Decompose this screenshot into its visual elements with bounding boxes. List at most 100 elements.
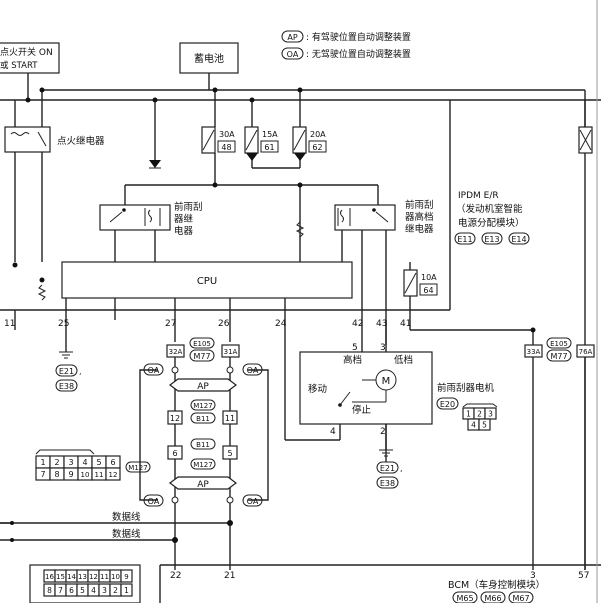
ground-motor: E21 , E38 (376, 449, 403, 489)
pin-25: 25 (58, 319, 69, 329)
bcm-block: 22 21 3 57 BCM（车身控制模块） M65 M66 M67 (159, 564, 601, 603)
bottom-grid-row1: 16 15 14 13 12 11 10 9 (43, 569, 133, 583)
connector-mid-bottom: M77 (193, 352, 210, 361)
fuse-64: 10A 64 (403, 269, 438, 297)
motor-grid-5: 5 (482, 421, 487, 430)
bottom-cell-14: 14 (67, 573, 76, 581)
junction-pin-6: 6 (172, 449, 177, 458)
front-wiper-relay-line1: 前雨刮 (174, 201, 203, 213)
wiper-motor-label: 前雨刮器电机 E20 1 2 3 4 5 (436, 382, 498, 431)
bottom-cell-15: 15 (56, 573, 65, 581)
ground-motor-e38: E38 (380, 479, 395, 488)
ground-left-e21: E21 (59, 367, 74, 376)
fuse-right-edge (578, 126, 593, 154)
bottom-cell-13: 13 (78, 573, 87, 581)
ipdm-line3: 电源分配模块） (458, 217, 525, 229)
motor-pin-3: 3 (380, 343, 386, 353)
motor-grid-1: 1 (466, 410, 471, 419)
m127-cell-3: 3 (68, 458, 73, 467)
connector-mid-right: 31A (224, 348, 238, 356)
ipdm-line2: （发动机室智能 (456, 203, 523, 215)
bottom-cell-5: 5 (80, 586, 85, 595)
oa-badge-text: OA (287, 50, 299, 59)
ipdm-connector-e13: E13 (484, 235, 499, 244)
bottom-cell-1: 1 (124, 586, 129, 595)
wiper-high-relay-line3: 继电器 (405, 223, 434, 235)
pin-11: 11 (4, 319, 15, 329)
m127-cell-9: 9 (68, 470, 73, 479)
junction-m127-bottom: M127 (193, 461, 212, 469)
connector-grid-bottom: 16 15 14 13 12 11 10 9 8 7 6 5 4 3 2 1 (29, 564, 141, 603)
junction-b11-top: B11 (196, 415, 210, 423)
ignition-switch-line2: 或 START (0, 60, 38, 71)
data-line-1-label: 数据线 (112, 511, 141, 523)
junction-oa-bl: OA (148, 497, 160, 506)
junction-b11-bottom: B11 (196, 441, 210, 449)
motor-high-label: 高档 (343, 354, 362, 366)
fuse-48-amp: 30A (219, 130, 235, 139)
bottom-cell-7: 7 (58, 586, 63, 595)
m127-grid-label: M127 (128, 464, 147, 472)
junction-pin-12: 12 (170, 414, 180, 423)
pin-43: 43 (376, 319, 387, 329)
motor-connector-e20: E20 (440, 400, 455, 409)
pin-42: 42 (352, 319, 363, 329)
connector-right-right: 76A (579, 348, 593, 356)
m127-cell-8: 8 (54, 470, 59, 479)
ignition-switch-box: 点火开关 ON 或 START (0, 42, 60, 74)
bottom-cell-10: 10 (111, 573, 120, 581)
junction-ap-top: AP (197, 382, 209, 392)
fuse-61-num: 61 (264, 143, 274, 152)
ap-badge-text: AP (287, 33, 297, 42)
battery-box: 蓄电池 (179, 42, 239, 74)
bottom-cell-3: 3 (102, 586, 107, 595)
bcm-pin-21: 21 (224, 571, 235, 581)
connector-e105-mid: 32A 31A E105 M77 (166, 337, 240, 362)
ignition-switch-line1: 点火开关 ON (0, 46, 53, 58)
m127-cell-11: 11 (95, 471, 104, 479)
front-wiper-relay-line2: 器继 (174, 213, 194, 225)
resistor-left (37, 284, 47, 301)
connector-e105-right: 33A 76A E105 M77 (524, 337, 595, 362)
bottom-grid-row2: 8 7 6 5 4 3 2 1 (43, 583, 133, 597)
connector-right-left: 33A (527, 348, 541, 356)
connector-right-top: E105 (550, 340, 568, 348)
bottom-cell-4: 4 (91, 586, 96, 595)
junction-dots (12, 87, 536, 543)
bottom-cell-11: 11 (100, 573, 109, 581)
bottom-cell-12: 12 (89, 573, 98, 581)
junction-oa-br: OA (247, 497, 259, 506)
svg-text:,: , (400, 464, 403, 473)
m127-cell-10: 10 (81, 471, 90, 479)
motor-grid-4: 4 (471, 421, 476, 430)
fuse-64-num: 64 (423, 286, 433, 295)
junction-m127-top: M127 (193, 402, 212, 410)
connector-mid-top: E105 (193, 340, 211, 348)
bottom-cell-8: 8 (47, 586, 52, 595)
junction-pin-5: 5 (227, 449, 232, 458)
junction-oa-tl: OA (148, 366, 160, 375)
oa-badge (281, 47, 304, 60)
fuse-61-amp: 15A (262, 130, 278, 139)
connector-right-bottom: M77 (550, 352, 567, 361)
m127-cell-2: 2 (54, 458, 59, 467)
bcm-connector-m65: M65 (456, 594, 473, 603)
bottom-cell-9: 9 (124, 573, 128, 581)
motor-grid-3: 3 (488, 410, 493, 419)
cpu-label: CPU (197, 276, 217, 287)
ignition-relay: 点火继电器 (4, 126, 105, 153)
m127-cell-4: 4 (82, 458, 87, 467)
motor-name: 前雨刮器电机 (437, 382, 495, 394)
bottom-cell-2: 2 (113, 586, 118, 595)
ipdm-pins: 11 25 27 26 24 42 43 41 (4, 319, 411, 329)
harness-junction: OA OA OA OA AP M127 12 11 B11 B11 6 5 M1… (139, 363, 269, 507)
resistor-center (295, 221, 305, 238)
junction-ap-bottom: AP (197, 480, 209, 490)
data-line-2-label: 数据线 (112, 528, 141, 540)
fuse-48-num: 48 (221, 143, 231, 152)
motor-pin-5: 5 (352, 343, 358, 353)
ipdm-connector-e14: E14 (511, 235, 526, 244)
motor-move-label: 移动 (308, 383, 327, 395)
pin-27: 27 (165, 319, 176, 329)
